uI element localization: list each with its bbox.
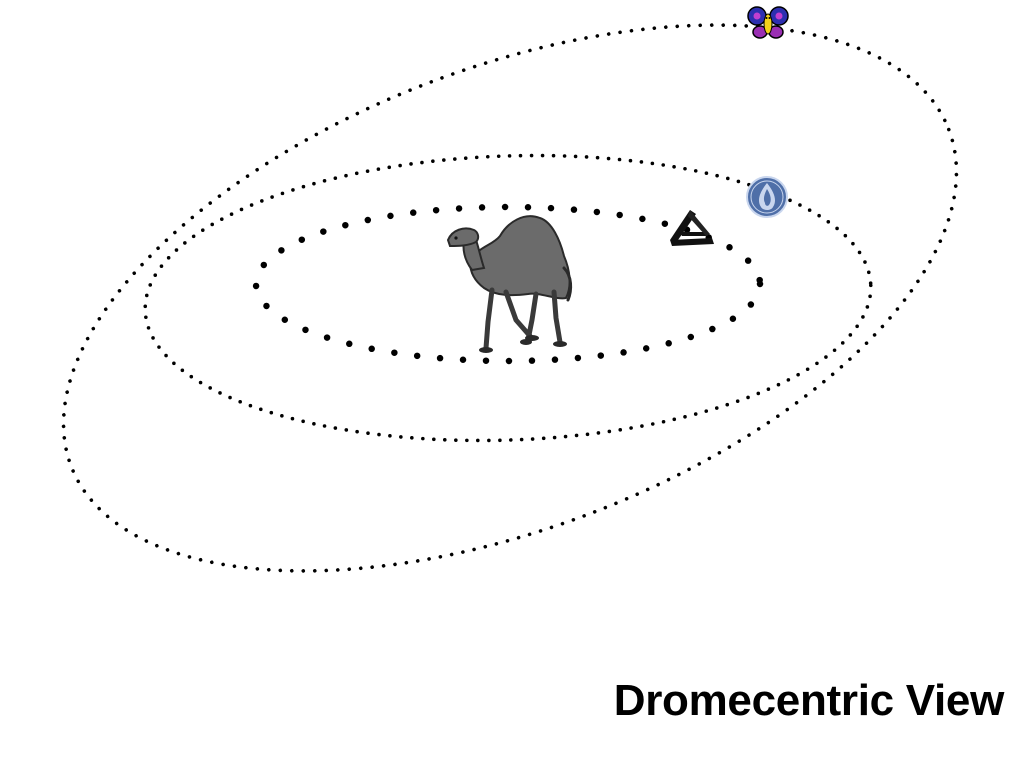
camel-icon: [446, 215, 573, 353]
inner-orbit: [252, 203, 764, 365]
middle-orbit: [143, 153, 873, 443]
book-icon: [670, 210, 714, 246]
slide-title: Dromecentric View: [613, 676, 1005, 725]
orbits: [61, 23, 959, 573]
outer-orbit: [61, 23, 959, 573]
onion-icon: [746, 176, 788, 218]
butterfly-icon: [747, 6, 789, 39]
